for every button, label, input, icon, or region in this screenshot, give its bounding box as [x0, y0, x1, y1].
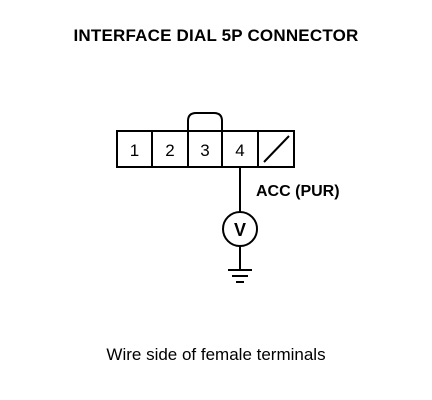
diagram-title: INTERFACE DIAL 5P CONNECTOR	[73, 26, 359, 45]
terminal-3-label: 3	[200, 141, 209, 160]
connector-lock-tab	[187, 112, 223, 131]
voltmeter-label: V	[234, 220, 246, 240]
terminal-1-label: 1	[130, 141, 139, 160]
diagram-caption: Wire side of female terminals	[106, 345, 326, 364]
terminal-2-label: 2	[165, 141, 174, 160]
blank-terminal-slash	[263, 135, 290, 163]
terminal-4-label: 4	[235, 141, 244, 160]
wire-label: ACC (PUR)	[256, 183, 340, 200]
ground-icon	[228, 269, 252, 283]
